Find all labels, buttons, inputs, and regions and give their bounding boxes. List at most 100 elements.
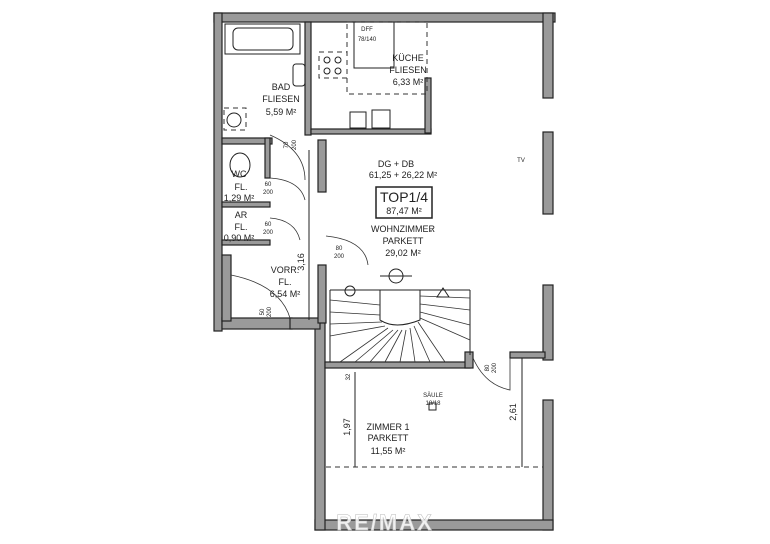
left-wall <box>213 12 223 332</box>
bath-area: 5,59 M² <box>266 107 297 117</box>
right-wall-4 <box>542 399 554 531</box>
room1-floor: PARKETT <box>368 433 409 443</box>
hall-door-width: 50 <box>260 308 266 315</box>
fridge-icon <box>353 21 395 69</box>
hall-name: VORR. <box>271 265 300 275</box>
hall-bottom-wall-2 <box>289 317 321 330</box>
stove-icon <box>318 51 348 79</box>
wc-top-wall <box>221 137 273 145</box>
ar-door <box>269 217 301 241</box>
counter-outline <box>346 21 428 95</box>
living-door <box>325 235 369 266</box>
kitchen-bottom-wall <box>310 128 432 135</box>
kitchen-floor: FLIESEN <box>389 65 427 75</box>
floor-label: DG + DB <box>378 159 414 169</box>
ar-door-width: 60 <box>265 222 272 228</box>
bath-name: BAD <box>272 82 291 92</box>
ar-name: AR <box>235 210 248 220</box>
wc-floor: FL. <box>234 182 247 192</box>
right-wall-1 <box>542 12 554 99</box>
column-label: SÄULE <box>423 392 443 399</box>
right-wall-3 <box>542 284 554 361</box>
bath-door-width: 70 <box>284 141 290 148</box>
unit-box <box>375 186 433 219</box>
unit-label: TOP1/4 <box>380 189 428 205</box>
stair-bottom-wall <box>324 361 471 369</box>
burner <box>323 56 331 64</box>
stair-start <box>344 285 356 297</box>
wc-area: 1,29 M² <box>224 193 255 203</box>
kitchen-name: KÜCHE <box>392 53 424 63</box>
sink-icon <box>292 63 306 87</box>
corridor-wall-2 <box>317 264 327 324</box>
room1-left-dim: 1,97 <box>342 418 352 436</box>
remax-watermark: RE/MAX <box>336 510 434 535</box>
tv-label: TV <box>517 158 525 164</box>
column-size: 18/18 <box>425 401 441 407</box>
bathtub-inner <box>232 27 294 51</box>
floor-areas: 61,25 + 26,22 M² <box>369 170 437 180</box>
living-door-width: 80 <box>336 246 343 252</box>
room1-door-width: 80 <box>485 364 491 371</box>
stair-wall-end <box>464 351 474 369</box>
kitchen-area: 6,33 M² <box>393 77 424 87</box>
staircase <box>329 285 471 363</box>
living-floor: PARKETT <box>383 236 424 246</box>
appliance-size: 78/140 <box>358 37 377 43</box>
stair-arrow-icon <box>436 287 450 298</box>
room1-area: 11,55 M² <box>371 446 406 456</box>
living-name: WOHNZIMMER <box>371 224 435 234</box>
room1-right-dim: 2,61 <box>508 403 518 421</box>
living-area: 29,02 M² <box>385 248 421 258</box>
ar-door-height: 200 <box>263 230 274 236</box>
offset-dim: 32 <box>346 373 352 380</box>
appliance-label: DFF <box>361 27 373 33</box>
kitchen-right-wall <box>424 77 432 134</box>
burner <box>334 67 342 75</box>
room1-door-height: 200 <box>492 362 498 373</box>
hall-area: 6,54 M² <box>270 289 301 299</box>
room1-top-wall <box>509 351 546 359</box>
living-door-height: 200 <box>334 254 345 260</box>
burner <box>323 67 331 75</box>
hall-height-dim: 3,16 <box>296 253 306 271</box>
ar-floor: FL. <box>234 222 247 232</box>
wc-ar-wall <box>221 201 271 208</box>
doors <box>230 134 511 391</box>
right-wall-2 <box>542 131 554 215</box>
ar-area: 0,90 M² <box>224 233 255 243</box>
dishwasher-icon <box>371 109 391 129</box>
burner <box>334 56 342 64</box>
stair-outline <box>329 289 471 362</box>
top-wall <box>213 12 556 23</box>
hall-door-height: 200 <box>267 306 273 317</box>
washer-box <box>223 107 247 131</box>
wc-door-width: 60 <box>265 182 272 188</box>
bath-door <box>269 134 306 181</box>
bath-kitchen-wall <box>304 21 312 136</box>
fixtures <box>223 21 437 411</box>
bath-floor: FLIESEN <box>262 94 300 104</box>
room1-door <box>472 357 511 391</box>
lower-left-wall <box>314 319 326 531</box>
hall-door <box>230 274 291 319</box>
hall-floor: FL. <box>278 277 291 287</box>
stair-treads <box>329 295 471 363</box>
kitchen-sink-icon <box>349 111 367 129</box>
toilet-icon <box>229 152 251 178</box>
bath-door-height: 200 <box>292 139 298 150</box>
dimension-lines <box>308 150 543 468</box>
wc-name: WC <box>232 169 247 179</box>
corridor-wall-1 <box>317 139 327 193</box>
wc-door <box>269 177 306 201</box>
column-icon <box>428 402 437 411</box>
hall-bottom-wall <box>221 317 293 330</box>
ar-bottom-wall <box>221 239 271 246</box>
wc-right-wall <box>264 137 271 179</box>
unit-area: 87,47 M² <box>386 206 422 216</box>
washer-icon <box>226 112 242 128</box>
walls <box>213 12 556 531</box>
wc-door-height: 200 <box>263 190 274 196</box>
bathtub-icon <box>224 23 301 55</box>
